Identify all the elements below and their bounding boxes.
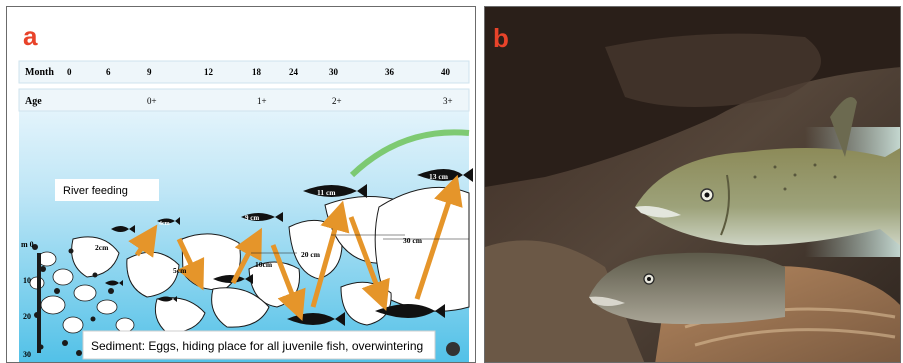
month-tick: 18 xyxy=(252,67,262,77)
age-tick: 3+ xyxy=(443,96,453,106)
month-tick: 0 xyxy=(67,67,72,77)
panel-b: b xyxy=(484,6,901,363)
month-tick: 36 xyxy=(385,67,395,77)
month-tick: 9 xyxy=(147,67,152,77)
fish-size-label: 5cm xyxy=(173,266,187,275)
month-tick: 12 xyxy=(204,67,214,77)
river-feeding-label: River feeding xyxy=(63,185,128,197)
fish-size-label: 11 cm xyxy=(317,188,336,197)
salmon-photo: b xyxy=(485,7,901,363)
depth-tick: 20 xyxy=(23,312,31,321)
fish-size-label: 10cm xyxy=(255,260,273,269)
age-tick: 1+ xyxy=(257,96,267,106)
month-tick: 24 xyxy=(289,67,299,77)
age-tick: 0+ xyxy=(147,96,157,106)
depth-tick: 10 xyxy=(23,276,31,285)
depth-tick: m 0 xyxy=(21,240,34,249)
sediment-caption: Sediment: Eggs, hiding place for all juv… xyxy=(91,339,423,353)
fish-size-label: 13 cm xyxy=(429,172,449,181)
month-label: Month xyxy=(25,67,54,78)
age-label: Age xyxy=(25,96,42,107)
fish-size-label: 20 cm xyxy=(301,250,321,259)
panel-a: a Month 0 6 9 12 18 24 30 36 40 Age 0+ 1… xyxy=(6,6,476,363)
fish-size-label: 9 cm xyxy=(245,214,259,222)
fish-size-label: 4cm xyxy=(159,221,170,227)
age-tick: 2+ xyxy=(332,96,342,106)
fish-size-label: 30 cm xyxy=(403,236,423,245)
panel-b-letter: b xyxy=(493,23,509,53)
month-tick: 30 xyxy=(329,67,339,77)
logo-mark xyxy=(446,342,460,356)
month-tick: 40 xyxy=(441,67,451,77)
depth-scale-bar xyxy=(37,253,41,353)
month-tick: 6 xyxy=(106,67,111,77)
fish-size-label: 2cm xyxy=(95,243,109,252)
panel-a-diagram: a Month 0 6 9 12 18 24 30 36 40 Age 0+ 1… xyxy=(7,7,476,363)
panel-a-letter: a xyxy=(23,21,38,51)
depth-tick: 30 xyxy=(23,350,31,359)
